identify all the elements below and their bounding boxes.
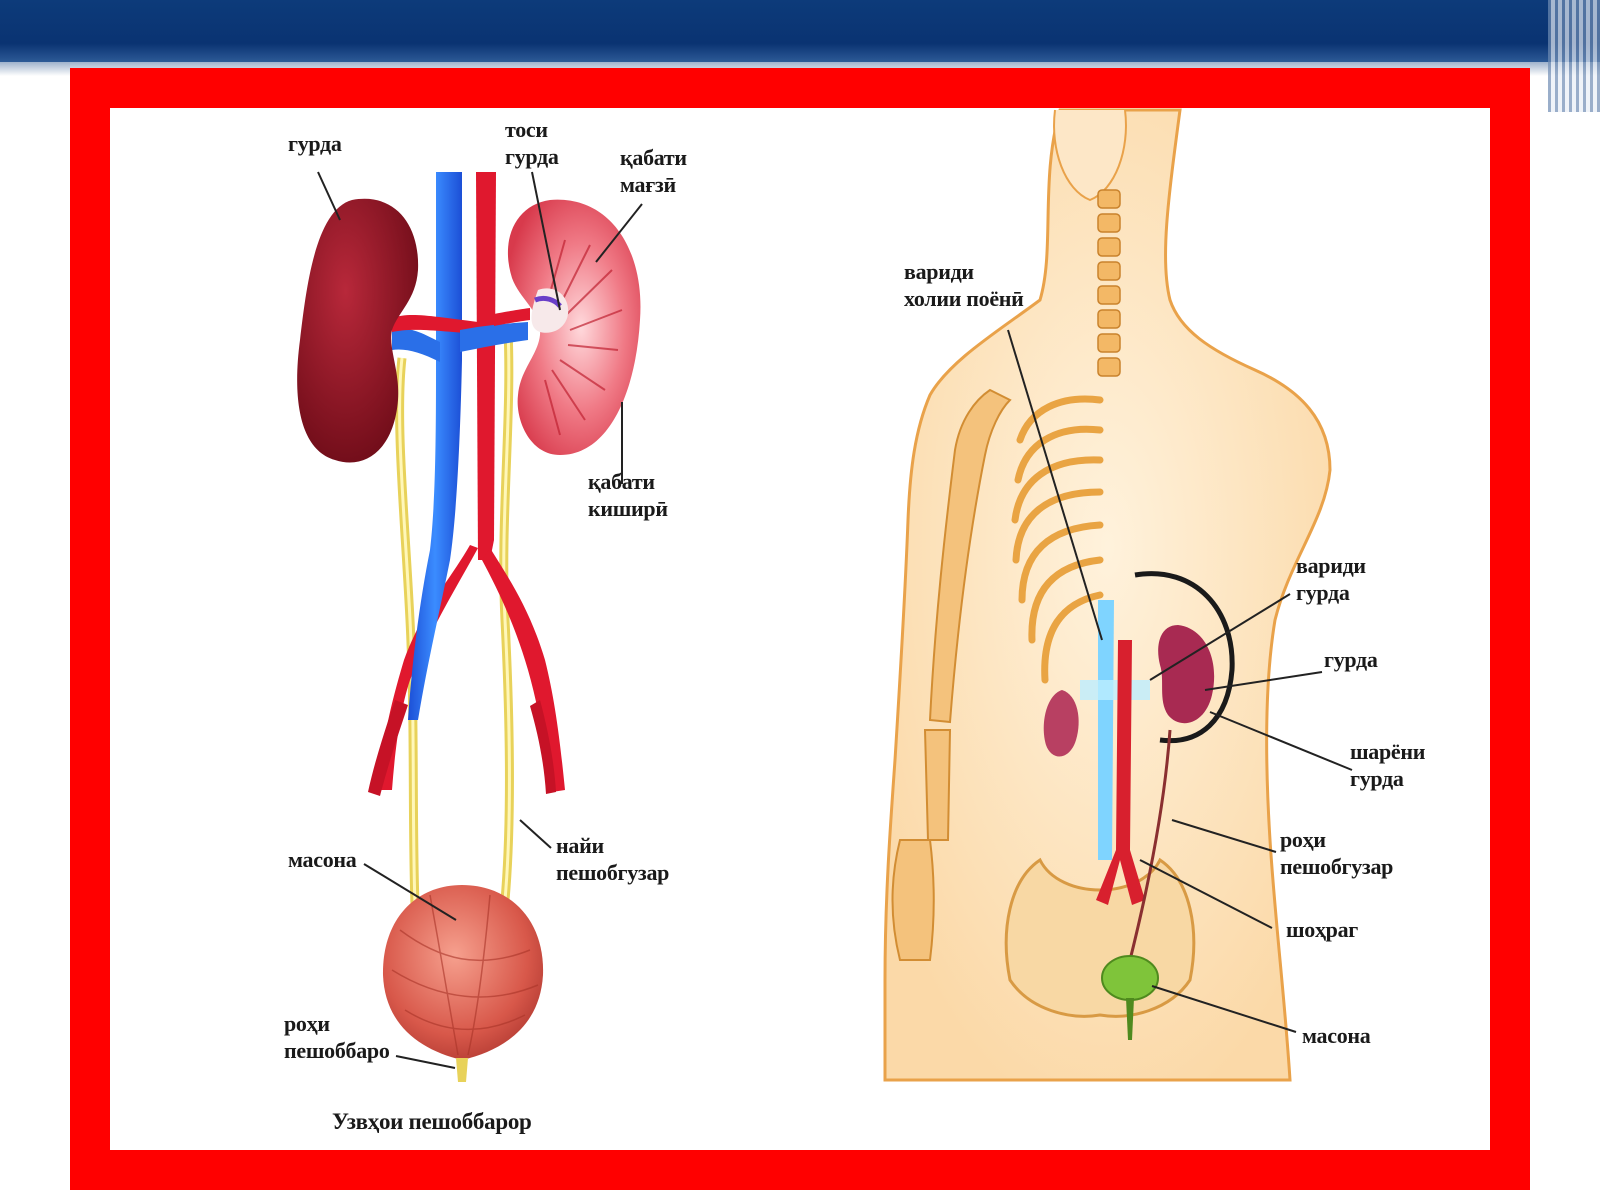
iliac-artery-right	[482, 548, 565, 792]
bladder-muscle-lines	[391, 894, 539, 1056]
renal-vein-left	[392, 328, 440, 362]
right-aorta	[1096, 640, 1145, 905]
right-figure-urethra	[1126, 998, 1134, 1040]
label-renal-artery: шарёни гурда	[1350, 739, 1426, 791]
head-outline	[1053, 109, 1127, 202]
bladder-left	[382, 885, 544, 1060]
decorative-stripes	[1548, 0, 1600, 112]
renal-vein-right	[460, 322, 528, 352]
spine	[1097, 189, 1121, 377]
slide-header-bar	[0, 0, 1600, 62]
left-ureter-highlight	[398, 357, 417, 906]
body-figure	[883, 108, 1353, 1082]
left-kidney	[297, 198, 419, 463]
iliac-artery-left-branch	[368, 700, 408, 796]
right-figure-bladder	[1101, 955, 1159, 1001]
label-kidney-left: гурда	[288, 131, 342, 156]
label-renal-vein: вариди гурда	[1296, 553, 1366, 605]
urethra-left	[456, 1058, 468, 1082]
label-ureter-right: роҳи пешобгузар	[1280, 827, 1394, 879]
label-urethra: роҳи пешоббаро	[284, 1011, 390, 1063]
right-leader-lines	[1007, 329, 1353, 1033]
arm-bones	[891, 388, 1012, 961]
urinary-organs-figure	[297, 171, 643, 1082]
rib-cage	[1011, 395, 1104, 684]
right-vena-cava-glow	[1080, 680, 1150, 700]
label-cortex: қабати киширӣ	[588, 469, 668, 521]
left-leader-lines	[317, 171, 643, 1069]
label-bladder-left: масона	[288, 847, 357, 872]
label-bladder-right: масона	[1302, 1023, 1371, 1048]
right-ureter-highlight	[502, 329, 512, 901]
label-ureter: найи пешобгузар	[556, 833, 670, 885]
vena-cava	[408, 172, 462, 720]
caption-urinary-organs: Узвҳои пешоббарор	[332, 1109, 532, 1134]
renal-region-outline	[1134, 571, 1235, 744]
iliac-artery-right-branch	[530, 700, 556, 794]
right-vena-cava	[1098, 600, 1114, 860]
renal-artery-right	[494, 308, 530, 326]
right-figure-ureter	[1128, 729, 1172, 961]
left-figure-kidney	[1043, 690, 1079, 757]
label-aorta: шоҳраг	[1286, 917, 1358, 942]
label-medulla: қабати мағзӣ	[620, 145, 687, 197]
body-silhouette	[883, 108, 1332, 1082]
aorta	[476, 172, 496, 560]
label-vena-cava: вариди холии поёнӣ	[904, 259, 1024, 311]
label-renal-pelvis: тоси гурда	[505, 117, 559, 169]
label-kidney-right: гурда	[1324, 647, 1378, 672]
renal-artery-left	[392, 315, 478, 334]
